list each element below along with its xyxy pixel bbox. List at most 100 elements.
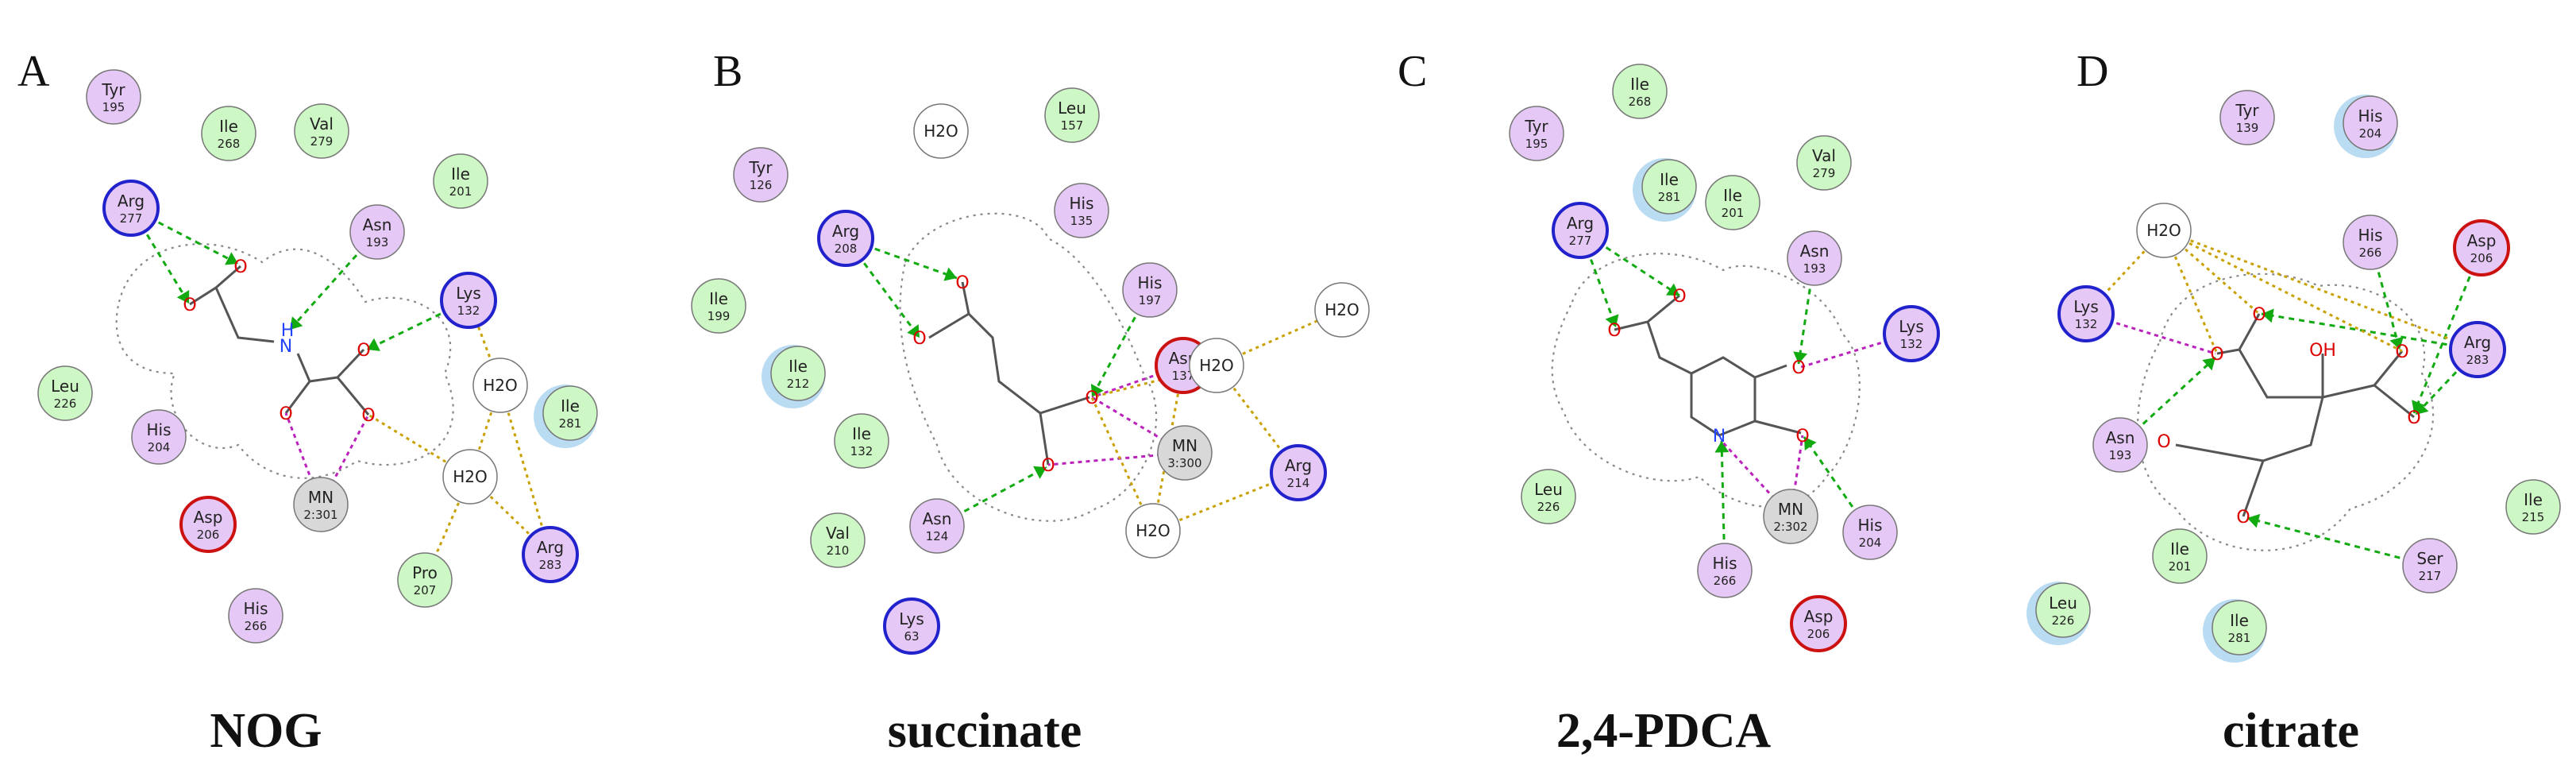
residue-node: MN3:300 [1157,425,1213,481]
residue-node: H2O [472,358,528,413]
ligand-atom-label: O [279,404,292,424]
residue-name: Leu [2049,593,2077,613]
residue-number: 277 [1569,234,1592,248]
residue-name: Leu [1058,99,1086,118]
residue-circle [542,385,598,441]
residue-number: 204 [1859,535,1882,550]
residue-name: H2O [1199,356,1234,375]
residue-name: Leu [51,377,79,396]
residue-number: 215 [2522,510,2545,524]
residue-number: 268 [1629,95,1652,109]
ligand-bond [1614,294,1680,331]
ligand-atom-label: N [1713,427,1726,447]
residue-name: Lys [456,284,481,303]
residue-circle [131,409,187,465]
residue-number: 226 [54,396,77,411]
residue-number: 207 [414,583,437,597]
water-bridge-line [2163,229,2403,353]
residue-number: 226 [2052,613,2075,628]
hydrogen-bond-arrowhead [225,252,238,265]
binding-pocket-outline [1551,253,1861,508]
water-bridge-line [2163,229,2478,351]
residue-name: Asn [363,215,392,234]
ligand-bond [309,376,370,416]
residue-number: 126 [750,178,773,192]
residue-number: 2:302 [1773,520,1807,534]
panel-letter: D [2077,47,2108,96]
panel-letter: A [17,47,50,96]
residue-circle [86,69,141,125]
hydrogen-bond-line [2246,516,2431,567]
residue-name: H2O [483,376,518,395]
residue-circle [2449,321,2506,378]
residue-number: 283 [2466,353,2489,367]
residue-number: 201 [2169,559,2192,574]
ligand-bond [336,348,365,379]
hydrogen-bond-arrowhead [2202,358,2215,371]
ligand-atom-label: O [955,273,969,293]
residue-circle [440,272,497,329]
hydrogen-bond-line [1803,436,1872,533]
residue-circle [1270,444,1327,501]
hydrogen-bond-arrowhead [943,267,957,281]
hydrogen-bond-arrowhead [1605,314,1619,327]
residue-circle [834,413,889,469]
ligand-bond [2374,384,2415,419]
hydrogen-bond-line [129,207,191,304]
residue-name: H2O [1325,300,1359,319]
residue-circle [1612,64,1668,119]
residue-circle [1641,159,1697,215]
panel-caption: NOG [210,704,322,758]
residue-number: 3:300 [1167,456,1201,470]
ligand-atom-label: O [361,406,375,426]
hydrogen-bond-arrowhead [1804,437,1817,450]
hydrogen-bond-arrowhead [2262,308,2274,323]
residue-node: MN2:301 [293,477,349,532]
residue-circle [2343,95,2398,151]
residue-number: 206 [2470,251,2493,265]
ligand-atom-label: O [2252,305,2266,325]
residue-number: 214 [1287,476,1310,490]
residue-circle [472,358,528,413]
panel-caption: 2,4-PDCA [1556,704,1772,758]
ligand-atom-label: H [281,321,295,341]
residue-number: 63 [904,629,919,644]
residue-name: His [1137,273,1162,292]
residue-name: Ile [1723,186,1742,205]
residue-name: Asn [1800,242,1830,261]
ligand-atom-label: O [1041,456,1055,476]
residue-number: 132 [2075,317,2098,331]
metal-coordination-line [1047,451,1186,466]
residue-number: 132 [1900,337,1923,351]
hydrogen-bond-arrowhead [176,290,190,304]
residue-name: Val [826,524,850,543]
residue-circle [1054,183,1109,238]
residue-name: Lys [1899,317,1924,336]
hydrogen-bond-line [366,299,469,351]
residue-circle [2505,479,2561,535]
residue-circle [1122,262,1178,318]
hydrogen-bond-arrowhead [367,338,380,351]
binding-pocket-outline [899,212,1158,522]
residue-circle [1787,230,1842,286]
ligand-bond [2242,396,2324,517]
ligand-atom-label: O [2407,408,2420,428]
residue-circle [397,552,453,608]
ligand-atom-label: O [233,257,247,277]
hydrogen-bond-arrowhead [1666,283,1679,296]
ligand-bond [1754,364,1787,379]
ligand-atom-label: O [2395,342,2408,362]
